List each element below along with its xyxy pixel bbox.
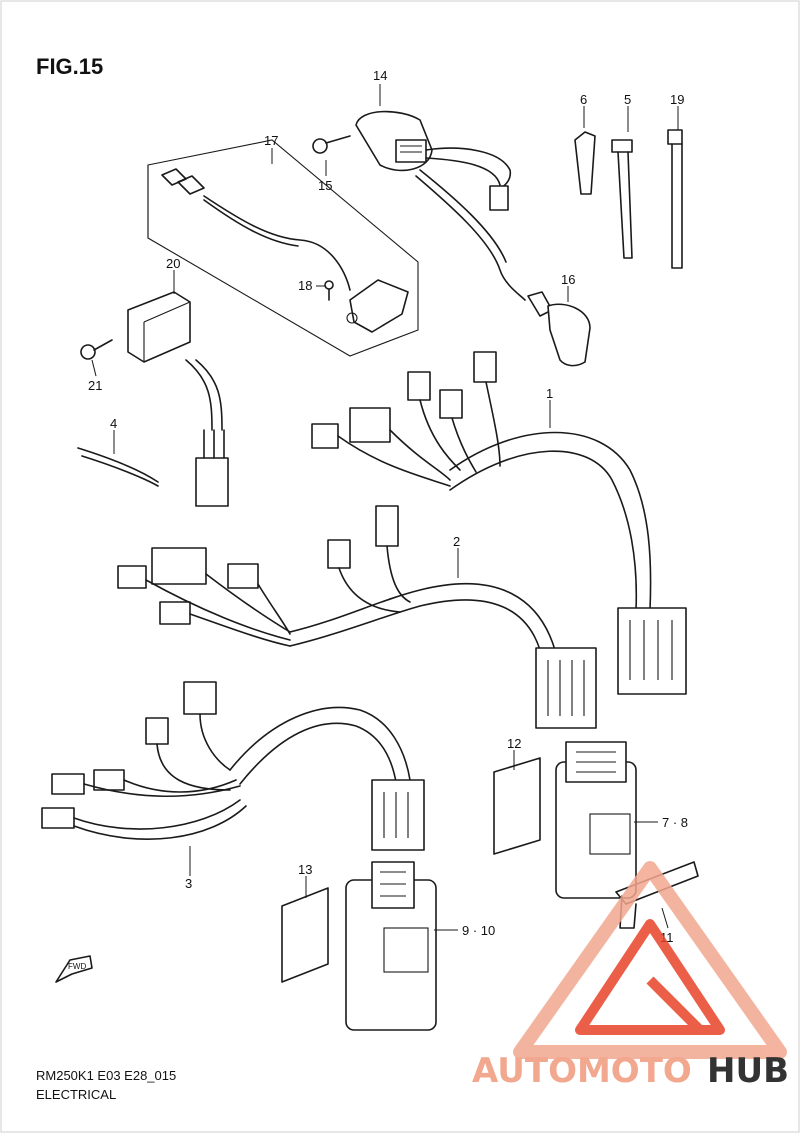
callout-1: 1 (546, 386, 553, 401)
callout-4: 4 (110, 416, 117, 431)
part-16-plug-cap (527, 291, 591, 367)
part-6-clamp (574, 131, 596, 195)
callout-9-10: 9 · 10 (462, 923, 495, 938)
part-1-main-harness (311, 351, 687, 695)
callout-labels: 14 17 15 6 5 19 16 18 20 21 4 1 2 3 12 7… (88, 68, 688, 945)
svg-text:HUB: HUB (707, 1051, 789, 1091)
part-5-cable-tie (611, 139, 633, 259)
svg-text:FWD: FWD (68, 962, 86, 971)
callout-14: 14 (373, 68, 387, 83)
callout-2: 2 (453, 534, 460, 549)
footer-category: ELECTRICAL (36, 1087, 116, 1102)
part-17-sub-harness (147, 139, 419, 357)
part-2-harness (117, 505, 597, 729)
svg-text:AUTOMOTO: AUTOMOTO (472, 1051, 692, 1091)
part-21-bolt (80, 339, 113, 360)
fwd-arrow-icon: FWD (55, 955, 93, 983)
callout-13: 13 (298, 862, 312, 877)
part-12-card (493, 757, 541, 855)
part-9-10-control-unit (345, 861, 437, 1031)
footer-model-code: RM250K1 E03 E28_015 (36, 1068, 176, 1083)
part-19-cable-tie (667, 129, 683, 269)
watermark-logo (513, 861, 787, 1059)
part-3-harness (41, 681, 425, 851)
part-18-screw (324, 280, 334, 301)
callout-12: 12 (507, 736, 521, 751)
part-13-card (281, 887, 329, 983)
callout-18: 18 (298, 278, 312, 293)
callout-16: 16 (561, 272, 575, 287)
callout-5: 5 (624, 92, 631, 107)
watermark-text: AUTOMOTO HUB (472, 1051, 789, 1091)
figure-title: FIG.15 (36, 54, 103, 79)
callout-7-8: 7 · 8 (662, 815, 688, 830)
callout-19: 19 (670, 92, 684, 107)
callout-3: 3 (185, 876, 192, 891)
callout-21: 21 (88, 378, 102, 393)
callout-15: 15 (318, 178, 332, 193)
callout-6: 6 (580, 92, 587, 107)
callout-17: 17 (264, 133, 278, 148)
part-7-8-control-unit (555, 741, 637, 899)
part-14-ignition-coil (355, 110, 526, 301)
part-20-cdi-unit (127, 291, 229, 507)
callout-20: 20 (166, 256, 180, 271)
part-15-bolt (312, 135, 351, 154)
part-4-band (77, 447, 159, 487)
leader-lines (91, 84, 679, 931)
